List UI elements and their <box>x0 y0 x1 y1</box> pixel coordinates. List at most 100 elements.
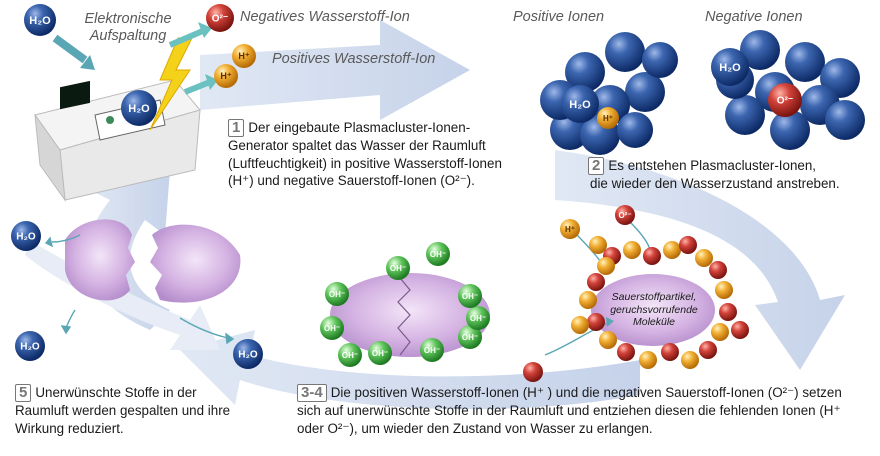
step-3-4-text: Die positiven Wasserstoff-Ionen (H⁺ ) un… <box>297 385 842 436</box>
negative-cluster-h2o: H₂O <box>711 48 749 86</box>
label-negative-ionen: Negative Ionen <box>705 9 803 25</box>
attached-ion-21 <box>597 257 615 275</box>
hydroxide-ion-6: OH⁻ <box>368 341 392 365</box>
release-arrows <box>44 234 235 345</box>
label-elektronische-aufspaltung: Elektronische Aufspaltung <box>78 11 178 45</box>
label-neg-wasserstoff: Negatives Wasserstoff-Ion <box>240 9 410 25</box>
attached-ion-13 <box>681 351 699 369</box>
hydroxide-ion-3: OH⁻ <box>325 282 349 306</box>
h2o-molecule-input: H₂O <box>24 4 56 36</box>
positive-cluster-sphere <box>642 42 678 78</box>
hydroxide-ion-10: OH⁻ <box>458 284 482 308</box>
molecule-label-1: Sauerstoffpartikel, <box>611 291 697 303</box>
step-3-4-number: 3-4 <box>297 384 327 402</box>
h2o-released-1: H₂O <box>11 221 41 251</box>
hydroxide-ion-1: OH⁻ <box>426 242 450 266</box>
hydroxide-ion-9-label: OH⁻ <box>470 314 486 323</box>
positive-cluster-sphere <box>617 112 653 148</box>
attached-ion-18 <box>587 313 605 331</box>
oxygen-ion-approach: O²⁻ <box>615 205 635 225</box>
hydrogen-ion-1-label: H⁺ <box>238 51 249 61</box>
attached-ion-20 <box>587 273 605 291</box>
oh-particle <box>330 273 490 357</box>
attached-ion-4 <box>643 247 661 265</box>
negative-cluster-sphere <box>740 30 780 70</box>
step-2-number: 2 <box>588 157 605 175</box>
lightning-icon <box>149 37 193 131</box>
molecule-label: Sauerstoffpartikel, geruchsvorrufende Mo… <box>595 291 713 329</box>
label-elektronische: Elektronische <box>84 11 172 27</box>
h2o-released-2: H₂O <box>15 331 45 361</box>
molecule-label-3: Moleküle <box>632 316 676 328</box>
attached-ion-16 <box>617 343 635 361</box>
h2o-molecule-input-label: H₂O <box>29 15 51 27</box>
label-positive-ionen: Positive Ionen <box>513 9 605 25</box>
hydroxide-ion-1-label: OH⁻ <box>430 250 446 259</box>
hydroxide-ion-5-label: OH⁻ <box>342 351 358 360</box>
negative-cluster-sphere <box>770 110 810 150</box>
step-1-text: Der eingebaute Plasmacluster-Ionen-Gener… <box>228 120 502 188</box>
negative-cluster-sphere <box>825 100 865 140</box>
arrow-top <box>200 20 470 120</box>
negative-cluster-sphere <box>785 42 825 82</box>
h2o-released-3-label: H₂O <box>238 350 258 361</box>
attached-ion-9 <box>715 281 733 299</box>
molecule-label-2: geruchsvorrufende <box>610 303 698 316</box>
positive-cluster-sphere <box>565 52 605 92</box>
attached-ion-17 <box>599 331 617 349</box>
negative-cluster-o2: O²⁻ <box>768 83 802 117</box>
positive-cluster-h2o: H₂O <box>561 85 599 123</box>
hydroxide-ion-4: OH⁻ <box>320 316 344 340</box>
h2o-released-2-label: H₂O <box>20 342 40 353</box>
positive-cluster-hplus-label: H⁺ <box>603 114 613 123</box>
h2o-molecule-device: H₂O <box>121 90 157 126</box>
positive-cluster-sphere <box>605 32 645 72</box>
arrow-bottom <box>180 330 640 410</box>
positive-cluster-sphere <box>625 72 665 112</box>
attached-ion-14 <box>661 343 679 361</box>
attached-ion-12 <box>699 341 717 359</box>
positive-cluster-h2o-label: H₂O <box>569 99 591 111</box>
hydrogen-ion-approach: H⁺ <box>560 219 580 239</box>
hydroxide-ion-4-label: OH⁻ <box>324 324 340 333</box>
hydrogen-ion-2: H⁺ <box>214 64 238 88</box>
step-5-number: 5 <box>15 384 32 402</box>
hydroxide-ion-3-label: OH⁻ <box>329 290 345 299</box>
attached-ion-6 <box>679 236 697 254</box>
attached-ion-19 <box>579 291 597 309</box>
hydrogen-ion-approach-label: H⁺ <box>565 225 575 234</box>
hydroxide-ion-10-label: OH⁻ <box>462 292 478 301</box>
oxygen-ion: O²⁻ <box>206 4 234 32</box>
hydroxide-ion-2-label: OH⁻ <box>390 264 406 273</box>
attached-ion-22 <box>731 321 749 339</box>
attached-ion-15 <box>639 351 657 369</box>
hydroxide-ion-9: OH⁻ <box>466 306 490 330</box>
hydroxide-ion-6-label: OH⁻ <box>372 349 388 358</box>
attached-ion-1 <box>589 236 607 254</box>
step-2-text-1: Es entstehen Plasmacluster-Ionen, <box>608 158 817 173</box>
oxygen-ion-approach-label: O²⁻ <box>618 211 631 220</box>
hydrogen-ion-2-label: H⁺ <box>220 71 231 81</box>
h2o-released-3: H₂O <box>233 339 263 369</box>
step-5-text: Unerwünschte Stoffe in der Raumluft werd… <box>15 385 231 436</box>
negative-cluster-h2o-label: H₂O <box>719 62 741 74</box>
negative-cluster-sphere <box>725 95 765 135</box>
target-particle <box>591 274 715 346</box>
free-oxygen-ion <box>523 362 543 382</box>
hydroxide-ion-7: OH⁻ <box>420 338 444 362</box>
hydroxide-ion-2: OH⁻ <box>386 256 410 280</box>
step-2-text-2: die wieder den Wasserzustand anstreben. <box>590 176 840 191</box>
positive-cluster-hplus: H⁺ <box>597 107 619 129</box>
negative-cluster-o2-label: O²⁻ <box>777 96 793 107</box>
label-pos-wasserstoff: Positives Wasserstoff-Ion <box>272 51 436 67</box>
h2o-molecule-device-label: H₂O <box>128 103 150 115</box>
label-aufspaltung: Aufspaltung <box>89 28 167 44</box>
attached-ion-8 <box>709 261 727 279</box>
attached-ion-23 <box>571 316 589 334</box>
attached-ion-5 <box>663 241 681 259</box>
